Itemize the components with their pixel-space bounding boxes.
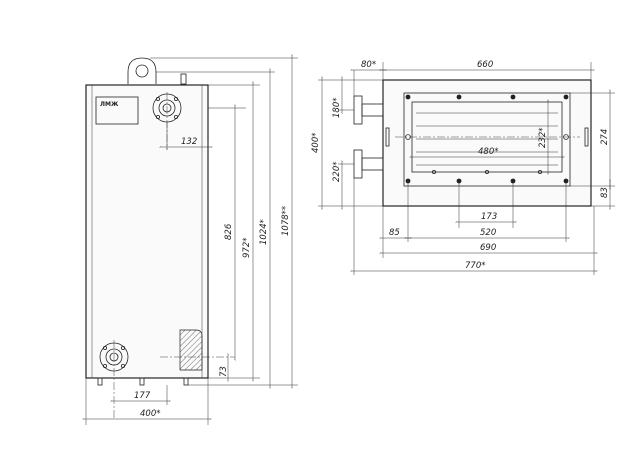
hatched-section <box>179 329 203 371</box>
dim-972: 972* <box>208 81 260 382</box>
dim-177: 177 <box>110 385 171 405</box>
svg-text:826: 826 <box>224 223 234 240</box>
dim-1078: 1078** <box>150 54 298 389</box>
dim-274: 274 <box>570 89 615 190</box>
dim-770: 770* <box>350 178 598 275</box>
top-body <box>382 79 592 207</box>
svg-text:85: 85 <box>389 228 400 238</box>
boiler-body <box>85 84 209 379</box>
dim-80: 80* <box>350 60 387 96</box>
name-plate <box>95 96 139 125</box>
dim-400-top: 400* <box>311 76 383 210</box>
svg-text:520: 520 <box>480 228 496 238</box>
dim-690: 690 <box>379 206 598 258</box>
svg-text:1078**: 1078** <box>281 206 291 236</box>
svg-text:73: 73 <box>219 366 229 377</box>
dim-132: 132 <box>159 122 213 150</box>
right-handle <box>584 127 589 147</box>
svg-text:220*: 220* <box>332 162 342 182</box>
vent-nipple <box>180 73 187 85</box>
front-view: ЛМЖ <box>82 54 298 425</box>
svg-text:80*: 80* <box>361 60 376 70</box>
bolt-dots <box>405 94 569 184</box>
svg-text:173: 173 <box>481 212 497 222</box>
svg-text:690: 690 <box>480 243 496 253</box>
legs <box>97 377 189 386</box>
svg-text:660: 660 <box>477 60 493 70</box>
dim-173: 173 <box>455 181 517 228</box>
lifting-eye <box>127 57 157 84</box>
dim-232: 232* <box>538 99 549 175</box>
svg-text:770*: 770* <box>465 261 485 271</box>
svg-text:480*: 480* <box>478 147 498 157</box>
svg-text:180*: 180* <box>332 98 342 118</box>
dim-1024: 1024* <box>156 68 275 389</box>
dim-73: 73 <box>219 353 229 382</box>
svg-text:232*: 232* <box>538 128 548 148</box>
dim-826: 826 <box>208 104 246 361</box>
top-view: 80* 660 400* 180* 220* 480* <box>311 60 615 275</box>
dim-480: 480* <box>409 147 565 158</box>
dim-83: 83 <box>591 179 615 210</box>
svg-text:400*: 400* <box>311 133 321 153</box>
dim-660: 660 <box>379 60 595 80</box>
inner-frame <box>403 92 571 187</box>
dim-520: 520 <box>404 181 570 242</box>
svg-text:972*: 972* <box>242 238 252 258</box>
svg-text:1024*: 1024* <box>259 219 269 245</box>
dim-85: 85 <box>379 206 412 258</box>
left-pipes <box>353 95 384 179</box>
svg-text:177: 177 <box>134 391 151 401</box>
left-handle <box>385 127 390 147</box>
logo-text: ЛМЖ <box>100 101 119 108</box>
dim-400-front: 400* <box>82 378 212 425</box>
svg-text:274: 274 <box>600 129 610 145</box>
dim-180: 180* <box>332 76 354 118</box>
svg-text:83: 83 <box>600 187 610 198</box>
dim-220: 220* <box>332 160 354 210</box>
svg-text:132: 132 <box>181 137 197 147</box>
svg-text:400*: 400* <box>140 409 160 419</box>
